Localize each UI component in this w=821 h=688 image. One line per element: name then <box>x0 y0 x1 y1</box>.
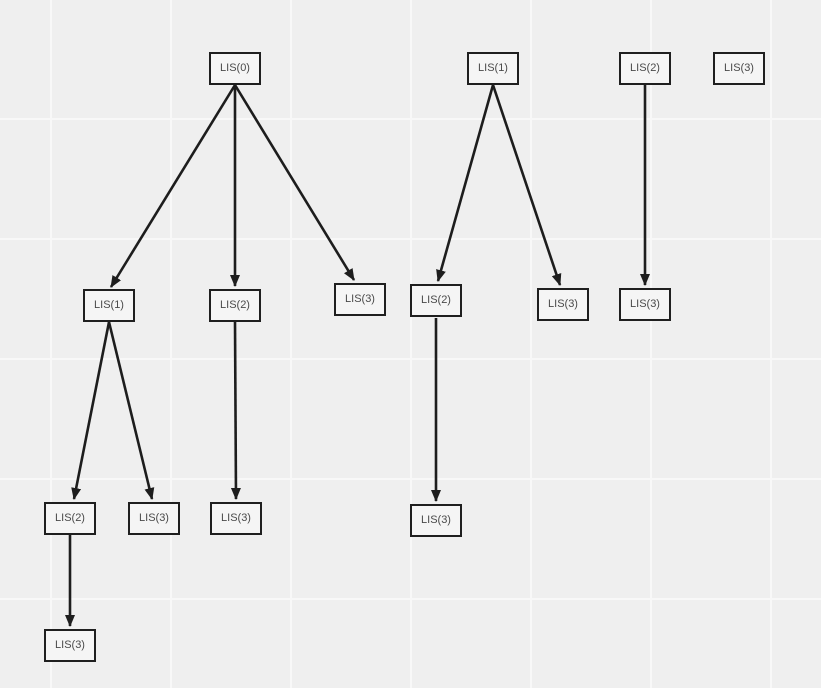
edge-arrow <box>109 84 237 288</box>
tree-node[interactable]: LIS(3) <box>210 502 262 535</box>
tree-node-label: LIS(0) <box>220 62 250 74</box>
tree-node[interactable]: LIS(3) <box>619 288 671 321</box>
tree-node[interactable]: LIS(3) <box>44 629 96 662</box>
tree-node[interactable]: LIS(2) <box>619 52 671 85</box>
tree-node-label: LIS(2) <box>220 299 250 311</box>
edge-arrow <box>436 84 495 282</box>
tree-node-label: LIS(3) <box>139 512 169 524</box>
tree-node[interactable]: LIS(2) <box>209 289 261 322</box>
edge-arrow <box>230 321 241 500</box>
tree-node[interactable]: LIS(3) <box>128 502 180 535</box>
tree-node[interactable]: LIS(1) <box>83 289 135 322</box>
tree-node-label: LIS(3) <box>421 514 451 526</box>
tree-node[interactable]: LIS(3) <box>334 283 386 316</box>
edge-arrow <box>233 84 356 281</box>
tree-node-label: LIS(2) <box>55 512 85 524</box>
tree-node[interactable]: LIS(2) <box>44 502 96 535</box>
edge-arrow <box>491 84 562 286</box>
tree-node[interactable]: LIS(1) <box>467 52 519 85</box>
tree-node-label: LIS(2) <box>630 62 660 74</box>
tree-node-label: LIS(2) <box>421 294 451 306</box>
tree-node-label: LIS(1) <box>94 299 124 311</box>
tree-node-label: LIS(3) <box>55 639 85 651</box>
tree-node-label: LIS(1) <box>478 62 508 74</box>
tree-node[interactable]: LIS(2) <box>410 284 462 317</box>
tree-node-label: LIS(3) <box>548 298 578 310</box>
tree-node[interactable]: LIS(0) <box>209 52 261 85</box>
tree-node-label: LIS(3) <box>221 512 251 524</box>
tree-node-label: LIS(3) <box>345 293 375 305</box>
tree-node[interactable]: LIS(3) <box>713 52 765 85</box>
tree-node[interactable]: LIS(3) <box>537 288 589 321</box>
tree-node-label: LIS(3) <box>724 62 754 74</box>
edge-arrow <box>71 321 111 500</box>
tree-node-label: LIS(3) <box>630 298 660 310</box>
edge-arrow <box>107 321 155 500</box>
tree-node[interactable]: LIS(3) <box>410 504 462 537</box>
